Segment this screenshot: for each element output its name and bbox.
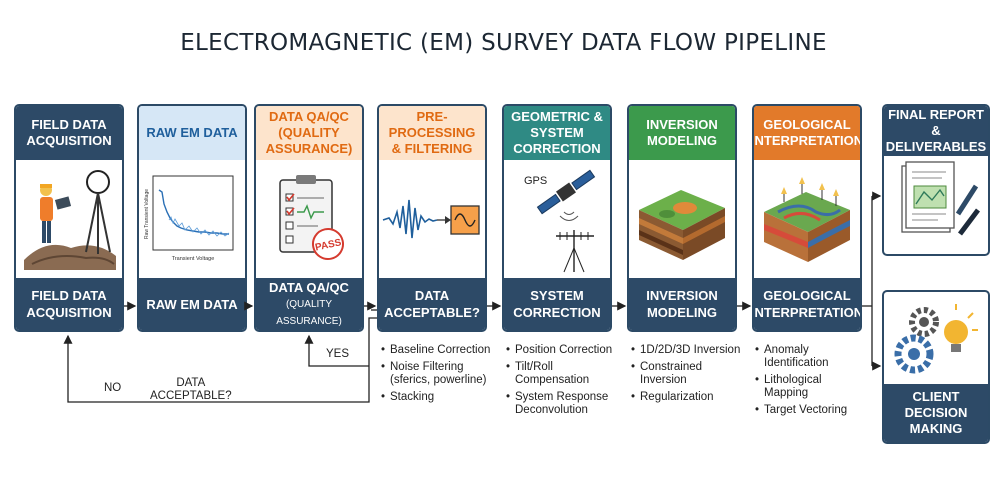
plot-x-axis-label: Transient Voltage bbox=[172, 256, 215, 262]
stage-footer: DATA QA/QC (QUALITY ASSURANCE) bbox=[256, 278, 362, 330]
list-item: Regularization bbox=[631, 391, 741, 404]
client-decision-box: CLIENT DECISION MAKING bbox=[882, 290, 990, 444]
stage-footer: FIELD DATA ACQUISITION bbox=[16, 278, 122, 330]
stage-raw-em-data: RAW EM DATA Raw Transient Voltage Transi… bbox=[137, 104, 247, 332]
list-item: 1D/2D/3D Inversion bbox=[631, 344, 741, 357]
final-report-box: FINAL REPORT & DELIVERABLES bbox=[882, 104, 990, 256]
list-item: Baseline Correction bbox=[381, 344, 493, 357]
inversion-bullets: 1D/2D/3D Inversion Constrained Inversion… bbox=[631, 344, 741, 408]
field-survey-illustration bbox=[16, 160, 122, 280]
list-item: Lithological Mapping bbox=[755, 374, 867, 400]
stage-footer-main: DATA QA/QC bbox=[269, 279, 349, 295]
list-item: Position Correction bbox=[506, 344, 618, 357]
stage-footer: GEOLOGICAL INTERPRETATION bbox=[754, 278, 860, 330]
list-item: System Response Deconvolution bbox=[506, 391, 618, 417]
plot-y-axis-label: Raw Transient Voltage bbox=[144, 189, 150, 239]
final-report-header: FINAL REPORT & DELIVERABLES bbox=[884, 106, 988, 156]
correction-bullets: Position Correction Tilt/Roll Compensati… bbox=[506, 344, 618, 421]
stage-header: DATA QA/QC (QUALITY ASSURANCE) bbox=[256, 106, 362, 160]
geology-block-illustration bbox=[754, 160, 860, 280]
list-item: Target Vectoring bbox=[755, 404, 867, 417]
gps-label: GPS bbox=[524, 175, 547, 187]
stage-footer: INVERSION MODELING bbox=[629, 278, 735, 330]
diagram-title: ELECTROMAGNETIC (EM) SURVEY DATA FLOW PI… bbox=[180, 30, 827, 56]
report-document-icon bbox=[901, 161, 980, 236]
stage-pre-processing: PRE-PROCESSING & FILTERING DATA ACCEPTAB… bbox=[377, 104, 487, 332]
list-item: Noise Filtering (sferics, powerline) bbox=[381, 361, 493, 387]
interpretation-bullets: Anomaly Identification Lithological Mapp… bbox=[755, 344, 867, 421]
data-acceptable-loop-label: DATA ACCEPTABLE? bbox=[150, 377, 232, 402]
stage-header: INVERSION MODELING bbox=[629, 106, 735, 160]
3d-earth-model-illustration bbox=[629, 160, 735, 280]
yes-label: YES bbox=[326, 348, 350, 360]
list-item: Anomaly Identification bbox=[755, 344, 867, 370]
stage-field-data-acquisition: FIELD DATA ACQUISITION FIELD DATA ACQUIS… bbox=[14, 104, 124, 332]
stage-header: PRE-PROCESSING & FILTERING bbox=[379, 106, 485, 160]
signal-filter-illustration bbox=[379, 160, 485, 280]
stage-inversion-modeling: INVERSION MODELING INVERSION MODELING bbox=[627, 104, 737, 332]
clipboard-checklist-illustration: PASS bbox=[256, 160, 362, 280]
list-item: Tilt/Roll Compensation bbox=[506, 361, 618, 387]
gps-satellite-illustration: GPS bbox=[504, 160, 610, 280]
stage-data-qaqc: DATA QA/QC (QUALITY ASSURANCE) PASS DATA… bbox=[254, 104, 364, 332]
list-item: Stacking bbox=[381, 391, 493, 404]
stage-header: GEOMETRIC & SYSTEM CORRECTION bbox=[504, 106, 610, 160]
stage-footer-sub: (QUALITY ASSURANCE) bbox=[276, 298, 342, 327]
stage-footer: RAW EM DATA bbox=[139, 278, 245, 330]
stage-header: RAW EM DATA bbox=[139, 106, 245, 160]
preprocessing-bullets: Baseline Correction Noise Filtering (sfe… bbox=[381, 344, 493, 408]
gears-lightbulb-icon bbox=[894, 304, 978, 374]
stage-geological-interpretation: GEOLOGICAL INTERPRETATION GEOLOGICAL INT… bbox=[752, 104, 862, 332]
stage-footer: DATA ACCEPTABLE? bbox=[379, 278, 485, 330]
stage-geometric-correction: GEOMETRIC & SYSTEM CORRECTION GPS SYSTEM… bbox=[502, 104, 612, 332]
stage-header: FIELD DATA ACQUISITION bbox=[16, 106, 122, 160]
list-item: Constrained Inversion bbox=[631, 361, 741, 387]
stage-header: GEOLOGICAL INTERPRETATION bbox=[754, 106, 860, 160]
raw-data-plot: Raw Transient Voltage Transient Voltage bbox=[139, 160, 245, 280]
no-label: NO bbox=[104, 382, 122, 394]
pass-stamp-text: PASS bbox=[314, 237, 343, 253]
stage-footer: SYSTEM CORRECTION bbox=[504, 278, 610, 330]
client-decision-footer: CLIENT DECISION MAKING bbox=[884, 384, 988, 442]
